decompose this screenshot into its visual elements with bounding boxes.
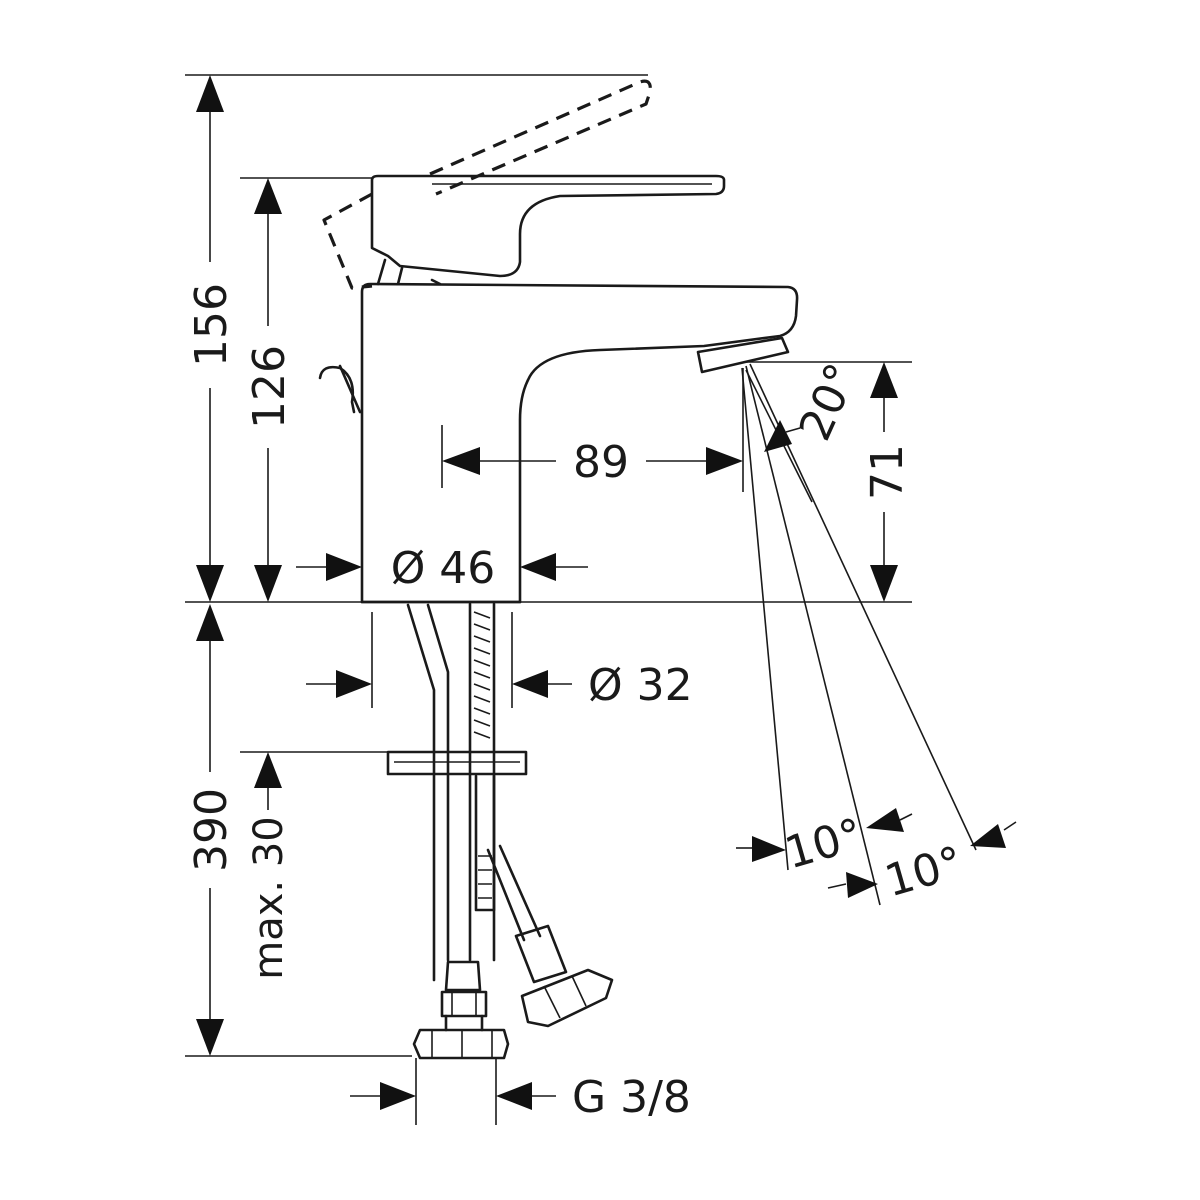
lever-raised-outline: [322, 79, 652, 290]
dimension-labels: 156 126 390 max. 30 89 71 Ø 46 Ø 32 G 3/…: [186, 283, 969, 1123]
label-390: 390: [186, 788, 237, 872]
label-diameter-32: Ø 32: [588, 660, 693, 711]
extension-lines: [185, 74, 912, 1125]
faucet-body: [360, 282, 799, 604]
label-diameter-46: Ø 46: [391, 543, 496, 594]
label-20-deg: 20°: [790, 356, 868, 448]
label-71: 71: [862, 444, 913, 500]
mounting-assembly: [386, 602, 614, 1060]
label-max-30: max. 30: [246, 816, 292, 979]
dimension-lines: [196, 75, 1017, 1110]
label-89: 89: [573, 437, 629, 488]
label-10-deg-right: 10°: [879, 837, 968, 908]
label-156: 156: [186, 283, 237, 367]
label-10-deg-left: 10°: [779, 809, 868, 880]
lever-handle: [370, 174, 726, 286]
label-g-3-8: G 3/8: [572, 1072, 691, 1123]
drain-rod: [318, 364, 362, 414]
label-126: 126: [244, 345, 295, 429]
